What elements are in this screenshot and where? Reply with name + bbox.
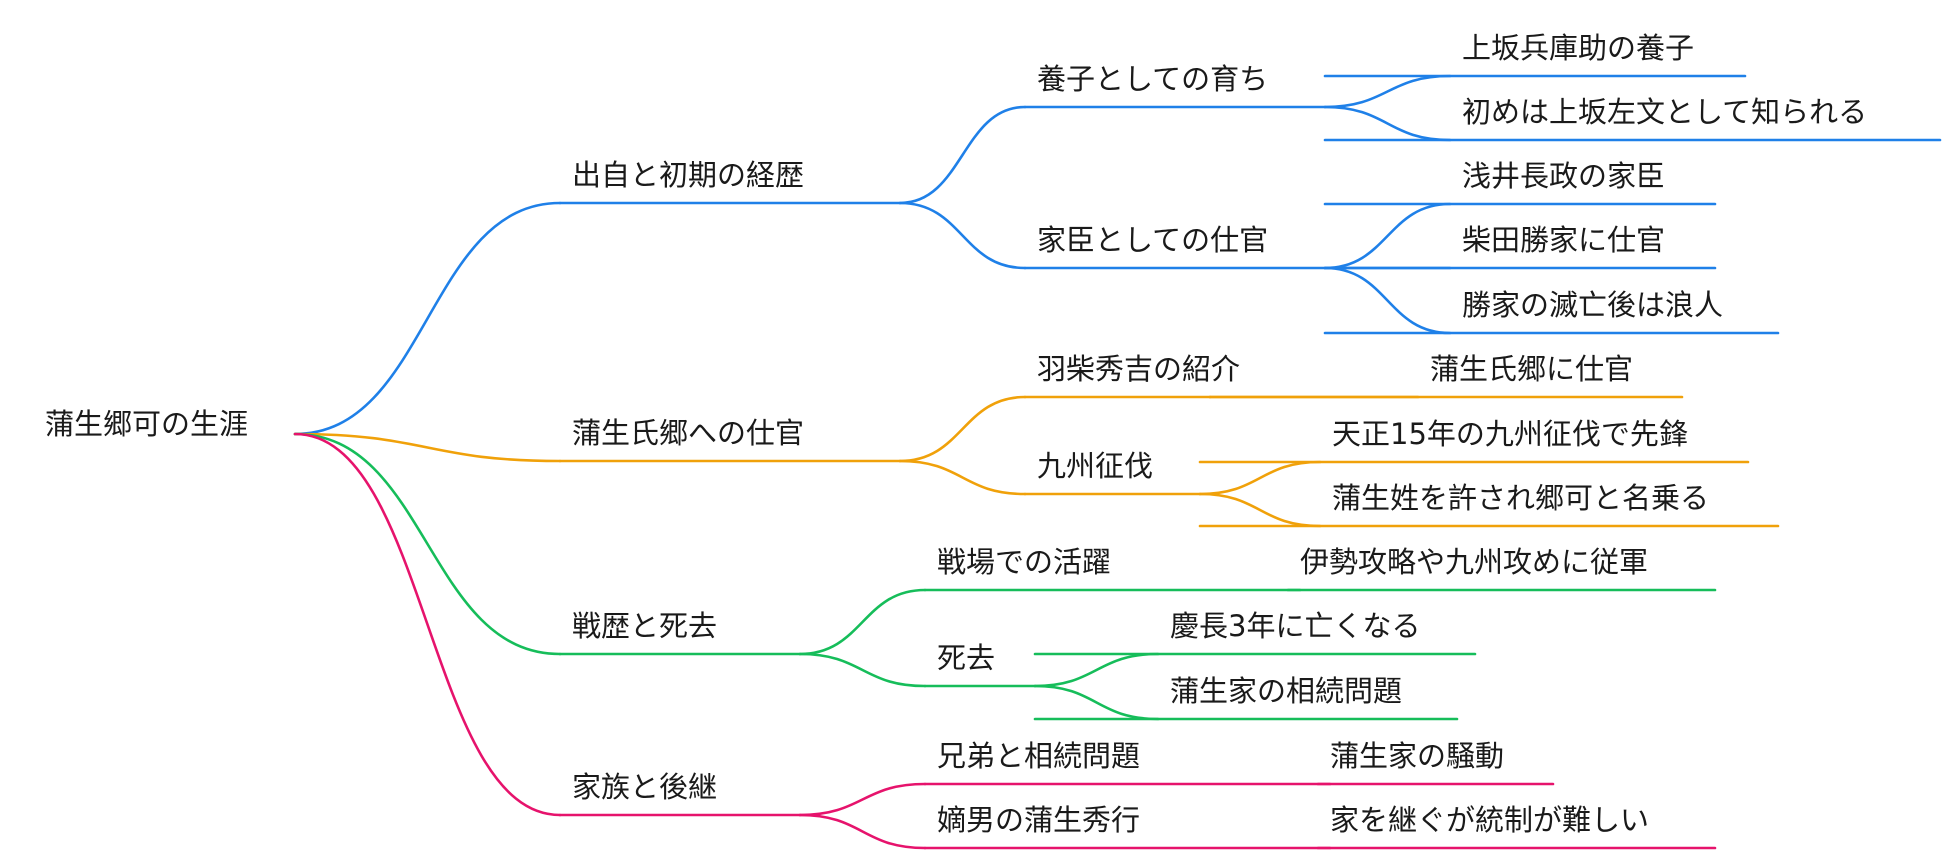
leaf-edge [1033, 684, 1160, 721]
leaf-edge [1323, 105, 1452, 142]
root-node-label[interactable]: 蒲生郷可の生涯 [45, 407, 249, 441]
leaf-edge [1198, 492, 1322, 528]
branch-node-label[interactable]: 家族と後継 [572, 770, 718, 804]
child-node-label[interactable]: 養子としての育ち [1037, 62, 1269, 96]
leaf-node-label[interactable]: 家を継ぐが統制が難しい [1330, 803, 1650, 837]
leaf-node-label[interactable]: 伊勢攻略や九州攻めに従軍 [1300, 545, 1649, 579]
leaf-node-label[interactable]: 蒲生家の騒動 [1330, 739, 1505, 773]
child-edge [798, 652, 927, 688]
mindmap-underlines [558, 74, 1942, 850]
leaf-edge [1033, 652, 1160, 688]
leaf-node-label[interactable]: 蒲生姓を許され郷可と名乗る [1332, 481, 1710, 515]
child-edge [798, 782, 927, 817]
child-edge [798, 588, 927, 656]
leaf-node-label[interactable]: 蒲生家の相続問題 [1170, 674, 1403, 708]
child-edge [898, 459, 1027, 496]
leaf-node-label[interactable]: 浅井長政の家臣 [1462, 159, 1666, 193]
leaf-node-label[interactable]: 慶長3年に亡くなる [1170, 609, 1421, 643]
child-node-label[interactable]: 死去 [937, 641, 996, 675]
leaf-edge [1323, 266, 1452, 335]
leaf-node-label[interactable]: 勝家の滅亡後は浪人 [1462, 288, 1724, 322]
branch-node-label[interactable]: 蒲生氏郷への仕官 [572, 416, 805, 450]
child-node-label[interactable]: 九州征伐 [1037, 449, 1154, 483]
branch-edge [293, 432, 562, 656]
leaf-node-label[interactable]: 蒲生氏郷に仕官 [1430, 352, 1634, 386]
branch-node-label[interactable]: 出自と初期の経歴 [572, 158, 805, 192]
leaf-edge [1323, 74, 1452, 109]
child-edge [898, 105, 1027, 205]
child-edge [898, 201, 1027, 270]
leaf-edge [1323, 202, 1452, 270]
branch-edge [293, 432, 562, 817]
branch-edge [293, 201, 562, 436]
child-edge [798, 813, 927, 850]
child-node-label[interactable]: 兄弟と相続問題 [937, 739, 1141, 773]
branch-edge [293, 432, 562, 463]
leaf-node-label[interactable]: 初めは上坂左文として知られる [1462, 95, 1868, 129]
leaf-node-label[interactable]: 天正15年の九州征伐で先鋒 [1332, 417, 1688, 451]
child-node-label[interactable]: 嫡男の蒲生秀行 [937, 803, 1141, 837]
leaf-edge [1198, 460, 1322, 496]
leaf-node-label[interactable]: 上坂兵庫助の養子 [1462, 31, 1695, 65]
leaf-node-label[interactable]: 柴田勝家に仕官 [1462, 223, 1666, 257]
child-edge [898, 395, 1027, 463]
child-node-label[interactable]: 家臣としての仕官 [1037, 223, 1269, 257]
branch-node-label[interactable]: 戦歴と死去 [572, 609, 718, 643]
child-node-label[interactable]: 羽柴秀吉の紹介 [1037, 352, 1241, 386]
child-node-label[interactable]: 戦場での活躍 [937, 545, 1112, 579]
